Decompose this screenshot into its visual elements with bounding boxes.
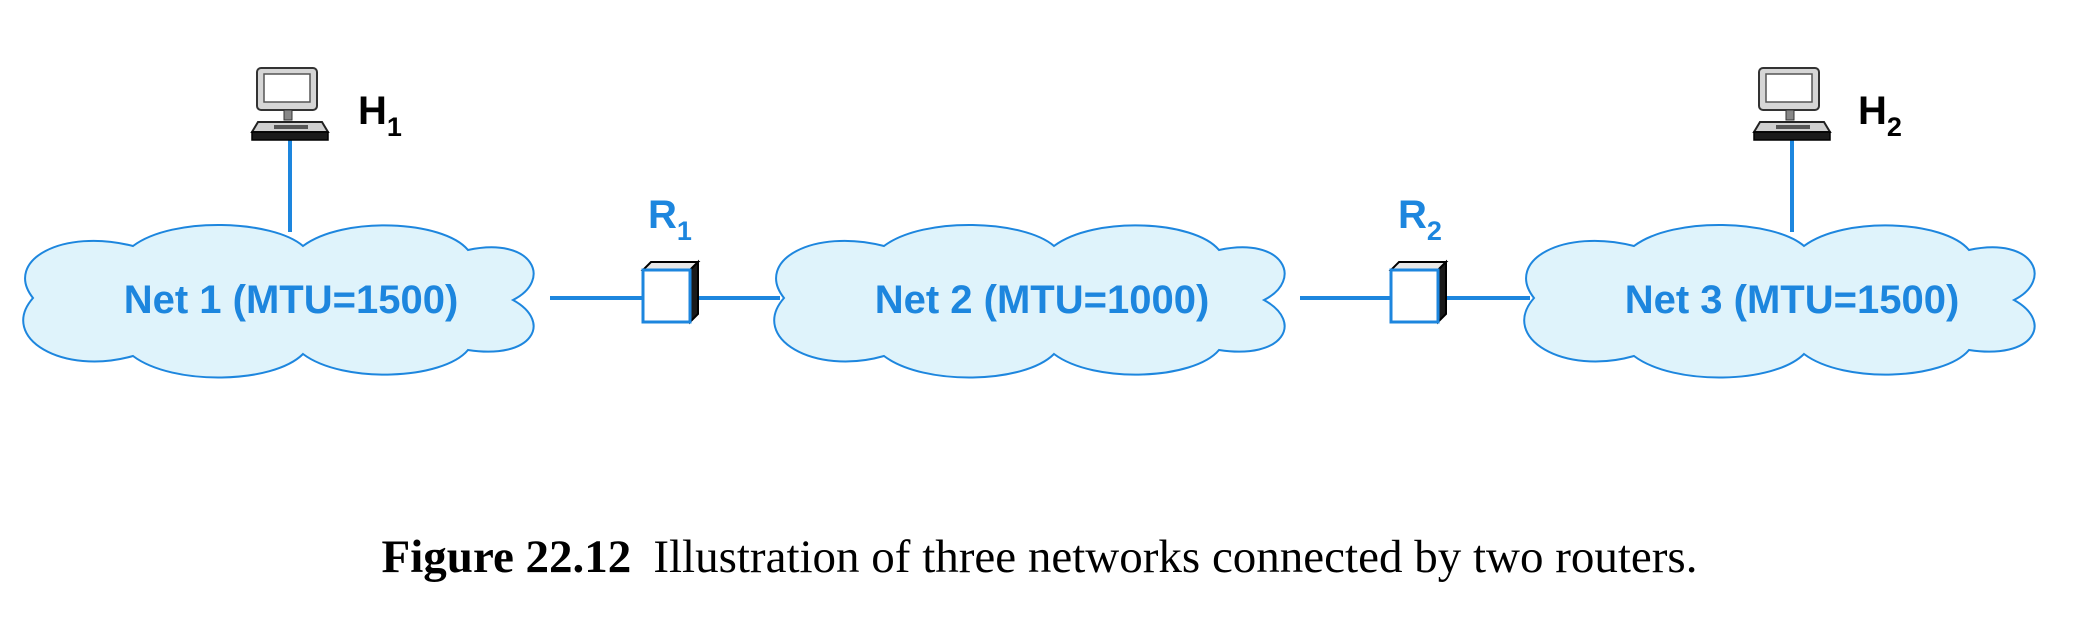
network-cloud-2: Net 2 (MTU=1000) (773, 223, 1286, 379)
router-2: R2 (1388, 193, 1449, 325)
router-box-icon (640, 259, 701, 325)
figure-caption: Figure 22.12 Illustration of three networ… (0, 530, 2079, 584)
figure-number: Figure 22.12 (381, 531, 632, 583)
router-label-2: R2 (1398, 193, 1442, 246)
router-box-icon (1388, 259, 1449, 325)
network-label-2: Net 2 (MTU=1000) (875, 278, 1210, 322)
host-label-1: H1 (358, 89, 402, 142)
router-1: R1 (640, 193, 701, 325)
network-label-1: Net 1 (MTU=1500) (124, 278, 459, 322)
host-2: H2 (1752, 67, 1902, 142)
network-label-3: Net 3 (MTU=1500) (1625, 278, 1960, 322)
router-label-1: R1 (648, 193, 692, 246)
computer-icon (1752, 67, 1832, 141)
host-label-2: H2 (1858, 89, 1902, 142)
links (288, 140, 1794, 300)
figure-caption-text: Illustration of three networks connected… (653, 531, 1698, 583)
computer-icon (250, 67, 330, 141)
host-1: H1 (250, 67, 402, 142)
network-cloud-3: Net 3 (MTU=1500) (1523, 223, 2036, 379)
network-cloud-1: Net 1 (MTU=1500) (22, 223, 535, 379)
